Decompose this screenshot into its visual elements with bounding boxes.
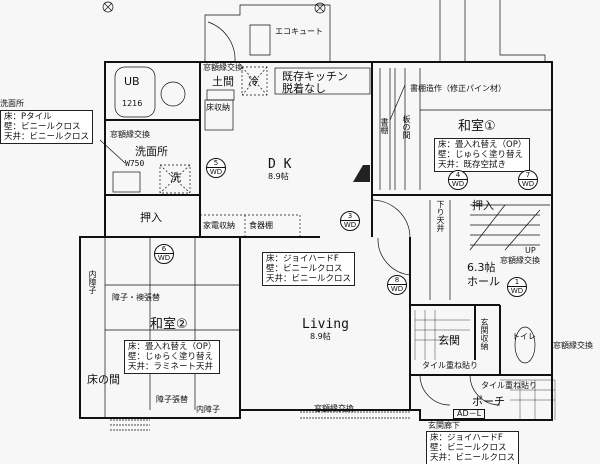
- bookshelf-note: 書棚造作（修正パイン材）: [410, 84, 506, 93]
- washroom-label: 洗面所: [135, 145, 168, 158]
- washitsu2-label: 和室②: [150, 317, 188, 332]
- tokonoma-label: 床の間: [87, 373, 120, 386]
- spec-wall: 壁：じゅらく塗り替え: [438, 150, 524, 160]
- spec-wall: 壁：ビニールクロス: [430, 443, 507, 453]
- washer-label: 洗: [170, 171, 181, 184]
- spec-ceiling: 天井：既存空拭き: [438, 160, 507, 170]
- spec-wall: 壁：じゅらく塗り替え: [128, 352, 214, 362]
- spec-ceiling: 天井：ビニールクロス: [4, 132, 90, 142]
- spec-ceiling: 天井：ビニールクロス: [266, 274, 352, 284]
- ldk-spec-box: 床：ジョイハードF 壁：ビニールクロス 天井：ビニールクロス: [262, 252, 356, 286]
- ecocute-label: エコキュート: [275, 27, 323, 36]
- w750-label: W750: [125, 159, 145, 168]
- hallway-label: 玄関廊下: [428, 421, 460, 430]
- genkan-label: 玄関: [438, 334, 460, 347]
- spec-floor: 床：ジョイハードF: [266, 254, 339, 264]
- washroom-spec-title: 洗面所: [0, 99, 24, 108]
- kitchen-label: 既存キッチン脱着なし: [282, 70, 348, 95]
- toilet-label: トイレ: [512, 332, 536, 341]
- sagari-tenjo-label: 下り天井: [436, 200, 445, 232]
- spec-ceiling: 天井：ビニールクロス: [430, 453, 516, 463]
- cupboard-label: 食器棚: [249, 221, 273, 230]
- oshiire-label: 押入: [140, 211, 162, 224]
- spec-floor: 床：Pタイル: [4, 112, 52, 122]
- spec-wall: 壁：ビニールクロス: [4, 122, 81, 132]
- spec-floor: 床：畳入れ替え（OP）: [438, 140, 527, 150]
- ub-label: UB: [124, 75, 140, 88]
- fridge-label: 冷: [248, 75, 259, 88]
- uchishoji-bottom-label: 内障子: [196, 405, 220, 414]
- spec-ceiling: 天井：ラミネート天井: [128, 362, 214, 372]
- window-note: 窓額縁交換: [203, 63, 243, 72]
- appliance-storage-label: 家電収納: [203, 221, 235, 230]
- tile-note: タイル重ね貼り: [481, 381, 537, 390]
- dk-label: D K: [268, 157, 292, 172]
- shoji-label: 障子張替: [156, 395, 188, 404]
- spec-floor: 床：畳入れ替え（OP）: [128, 342, 217, 352]
- doma-label: 土間: [212, 75, 234, 88]
- hall-size: 6.3帖: [467, 261, 496, 274]
- tile-note: タイル重ね貼り: [422, 361, 478, 370]
- washroom-spec-box: 床：Pタイル 壁：ビニールクロス 天井：ビニールクロス: [0, 110, 94, 144]
- window-note: 窓額縁交換: [500, 256, 540, 265]
- porch-label: ポーチ: [472, 395, 505, 408]
- washitsu2-spec-box: 床：畳入れ替え（OP） 壁：じゅらく塗り替え 天井：ラミネート天井: [124, 340, 221, 374]
- uchishoji-left-label: 内障子: [88, 270, 97, 294]
- washitsu1-spec-box: 床：畳入れ替え（OP） 壁：じゅらく塗り替え 天井：既存空拭き: [434, 138, 531, 172]
- hallway-spec-box: 床：ジョイハードF 壁：ビニールクロス 天井：ビニールクロス: [426, 431, 520, 464]
- window-note: 窓額縁交換: [314, 404, 354, 413]
- shoji-fusuma-label: 障子・襖張替: [112, 293, 160, 302]
- hall-label: ホール: [467, 275, 500, 288]
- washitsu1-label: 和室①: [458, 119, 496, 134]
- window-note: 窓額縁交換: [110, 130, 150, 139]
- window-note: 窓額縁交換: [553, 341, 593, 350]
- living-label: Living: [302, 317, 349, 332]
- genkan-storage-label: 玄関収納: [480, 318, 489, 350]
- entry-door-label: AD－L: [453, 409, 486, 419]
- spec-wall: 壁：ビニールクロス: [266, 264, 343, 274]
- living-size: 8.9帖: [310, 332, 331, 341]
- floor-storage-label: 床収納: [206, 103, 230, 112]
- bookshelf-label: 書棚: [380, 118, 389, 134]
- oshiire2-label: 押入: [472, 199, 494, 212]
- up-label: UP: [525, 246, 536, 255]
- spec-floor: 床：ジョイハードF: [430, 433, 503, 443]
- ub-size: 1216: [122, 99, 143, 108]
- dk-size: 8.9帖: [268, 172, 289, 181]
- itanoma-label: 板の間: [402, 115, 411, 139]
